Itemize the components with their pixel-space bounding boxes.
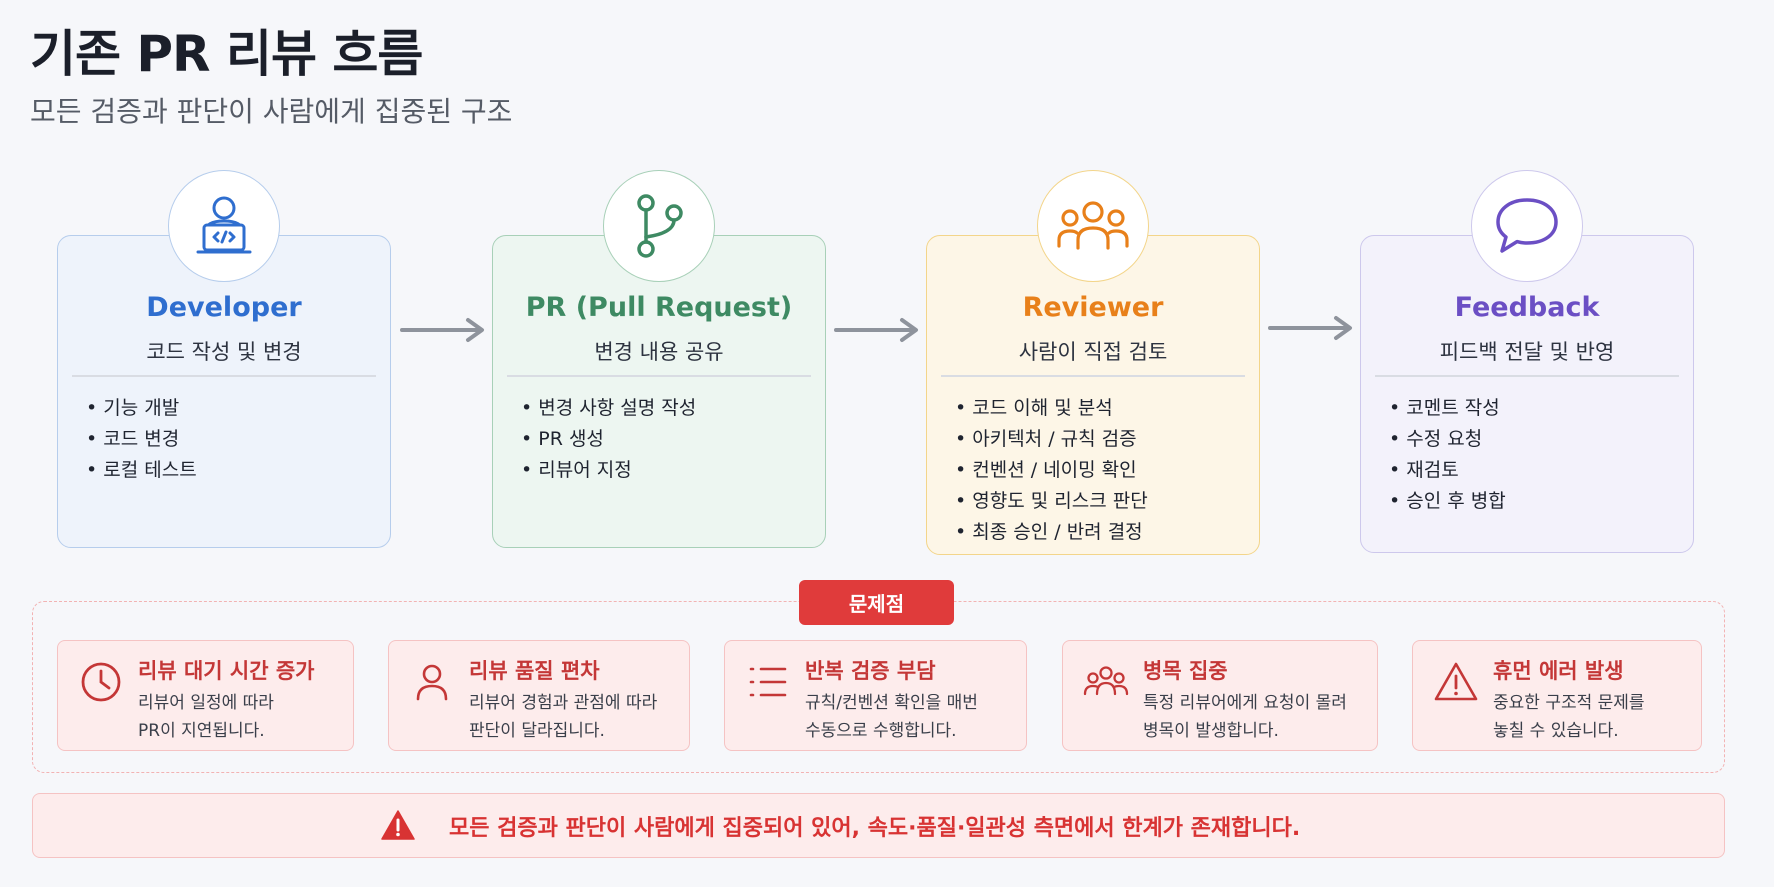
- card-title: PR (Pull Request): [525, 292, 793, 323]
- git-branch-icon: [603, 170, 715, 282]
- list-item: 코드 이해 및 분석: [955, 393, 1148, 424]
- problem-card-human-error: 휴먼 에러 발생 중요한 구조적 문제를 놓칠 수 있습니다.: [1412, 640, 1702, 751]
- problem-desc-line: 규칙/컨벤션 확인을 매번: [805, 693, 978, 713]
- flow-card-feedback: Feedback 피드백 전달 및 반영 코멘트 작성 수정 요청 재검토 승인…: [1360, 170, 1694, 553]
- list-item: 승인 후 병합: [1389, 486, 1505, 517]
- problem-description: 규칙/컨벤션 확인을 매번 수동으로 수행합니다.: [805, 689, 978, 745]
- problem-card-repetitive-checks: 반복 검증 부담 규칙/컨벤션 확인을 매번 수동으로 수행합니다.: [724, 640, 1027, 751]
- list-item: 기능 개발: [86, 393, 197, 424]
- list-item: 코드 변경: [86, 424, 197, 455]
- divider: [72, 375, 376, 377]
- problem-description: 리뷰어 경험과 관점에 따라 판단이 달라집니다.: [469, 689, 657, 745]
- card-title: Developer: [146, 292, 302, 323]
- problem-title: 리뷰 대기 시간 증가: [138, 659, 315, 683]
- list-item: 로컬 테스트: [86, 455, 196, 486]
- problem-card-bottleneck: 병목 집중 특정 리뷰어에게 요청이 몰려 병목이 발생합니다.: [1062, 640, 1378, 751]
- chat-bubble-icon: [1471, 170, 1583, 282]
- flow-card-reviewer: Reviewer 사람이 직접 검토 코드 이해 및 분석 아키텍처 / 규칙 …: [926, 170, 1260, 555]
- problem-desc-line: PR이 지연됩니다.: [138, 721, 265, 741]
- warning-icon: [1434, 662, 1478, 701]
- problem-description: 리뷰어 일정에 따라 PR이 지연됩니다.: [138, 689, 274, 745]
- list-item: 재검토: [1389, 455, 1506, 486]
- problem-desc-line: 병목이 발생합니다.: [1143, 721, 1279, 741]
- flow-card-developer: Developer 코드 작성 및 변경 기능 개발 코드 변경 로컬 테스트: [57, 170, 391, 548]
- list-icon: [749, 667, 787, 697]
- list-item: 변경 사항 설명 작성: [521, 393, 696, 424]
- problem-description: 중요한 구조적 문제를 놓칠 수 있습니다.: [1493, 689, 1645, 745]
- flow-card-pull-request: PR (Pull Request) 변경 내용 공유 변경 사항 설명 작성 P…: [492, 170, 826, 548]
- list-item: 영향도 및 리스크 판단: [955, 486, 1147, 517]
- list-item: 리뷰어 지정: [521, 455, 696, 486]
- problem-desc-line: 중요한 구조적 문제를: [1493, 693, 1645, 713]
- card-subtitle: 피드백 전달 및 반영: [1439, 340, 1615, 364]
- card-item-list: 기능 개발 코드 변경 로컬 테스트: [86, 393, 197, 486]
- flow-arrow-icon: [834, 318, 918, 342]
- card-item-list: 변경 사항 설명 작성 PR 생성 리뷰어 지정: [521, 393, 696, 486]
- card-subtitle: 코드 작성 및 변경: [146, 340, 302, 364]
- card-item-list: 코멘트 작성 수정 요청 재검토 승인 후 병합: [1389, 393, 1506, 517]
- card-title: Reviewer: [1022, 292, 1164, 323]
- problem-desc-line: 특정 리뷰어에게 요청이 몰려: [1143, 693, 1347, 713]
- list-item: 수정 요청: [1389, 424, 1506, 455]
- problem-card-quality-variance: 리뷰 품질 편차 리뷰어 경험과 관점에 따라 판단이 달라집니다.: [388, 640, 690, 751]
- problem-description: 특정 리뷰어에게 요청이 몰려 병목이 발생합니다.: [1143, 689, 1347, 745]
- problem-title: 병목 집중: [1143, 659, 1228, 683]
- page-subtitle: 모든 검증과 판단이 사람에게 집중된 구조: [30, 95, 513, 128]
- problem-desc-line: 수동으로 수행합니다.: [805, 721, 957, 741]
- list-item: 컨벤션 / 네이밍 확인: [955, 455, 1148, 486]
- person-icon: [416, 664, 448, 701]
- list-item: 최종 승인 / 반려 결정: [955, 517, 1148, 548]
- problem-desc-line: 판단이 달라집니다.: [469, 721, 605, 741]
- problem-title: 휴먼 에러 발생: [1493, 659, 1624, 683]
- divider: [507, 375, 811, 377]
- problem-desc-line: 리뷰어 일정에 따라: [138, 693, 274, 713]
- flow-arrow-icon: [400, 318, 484, 342]
- problem-desc-line: 리뷰어 경험과 관점에 따라: [469, 693, 658, 713]
- conclusion-text: 모든 검증과 판단이 사람에게 집중되어 있어, 속도·품질·일관성 측면에서 …: [449, 816, 1301, 841]
- list-item: 아키텍처 / 규칙 검증: [955, 424, 1148, 455]
- card-subtitle: 변경 내용 공유: [594, 340, 724, 364]
- list-item: 코멘트 작성: [1389, 393, 1506, 424]
- divider: [1375, 375, 1679, 377]
- card-subtitle: 사람이 직접 검토: [1018, 340, 1168, 364]
- problem-title: 반복 검증 부담: [805, 659, 936, 683]
- problems-badge: 문제점: [799, 580, 954, 625]
- card-title: Feedback: [1454, 292, 1600, 323]
- problem-card-review-wait: 리뷰 대기 시간 증가 리뷰어 일정에 따라 PR이 지연됩니다.: [57, 640, 354, 751]
- people-group-icon: [1037, 170, 1149, 282]
- problem-desc-line: 놓칠 수 있습니다.: [1493, 721, 1619, 741]
- conclusion-banner: 모든 검증과 판단이 사람에게 집중되어 있어, 속도·품질·일관성 측면에서 …: [32, 793, 1725, 858]
- divider: [941, 375, 1245, 377]
- problem-title: 리뷰 품질 편차: [469, 659, 600, 683]
- warning-icon: [381, 810, 415, 840]
- flow-arrow-icon: [1268, 316, 1352, 340]
- list-item: PR 생성: [521, 424, 696, 455]
- clock-icon: [81, 662, 121, 702]
- card-item-list: 코드 이해 및 분석 아키텍처 / 규칙 검증 컨벤션 / 네이밍 확인 영향도…: [955, 393, 1148, 548]
- group-icon: [1083, 666, 1129, 696]
- page-title: 기존 PR 리뷰 흐름: [30, 25, 423, 83]
- developer-laptop-icon: [168, 170, 280, 282]
